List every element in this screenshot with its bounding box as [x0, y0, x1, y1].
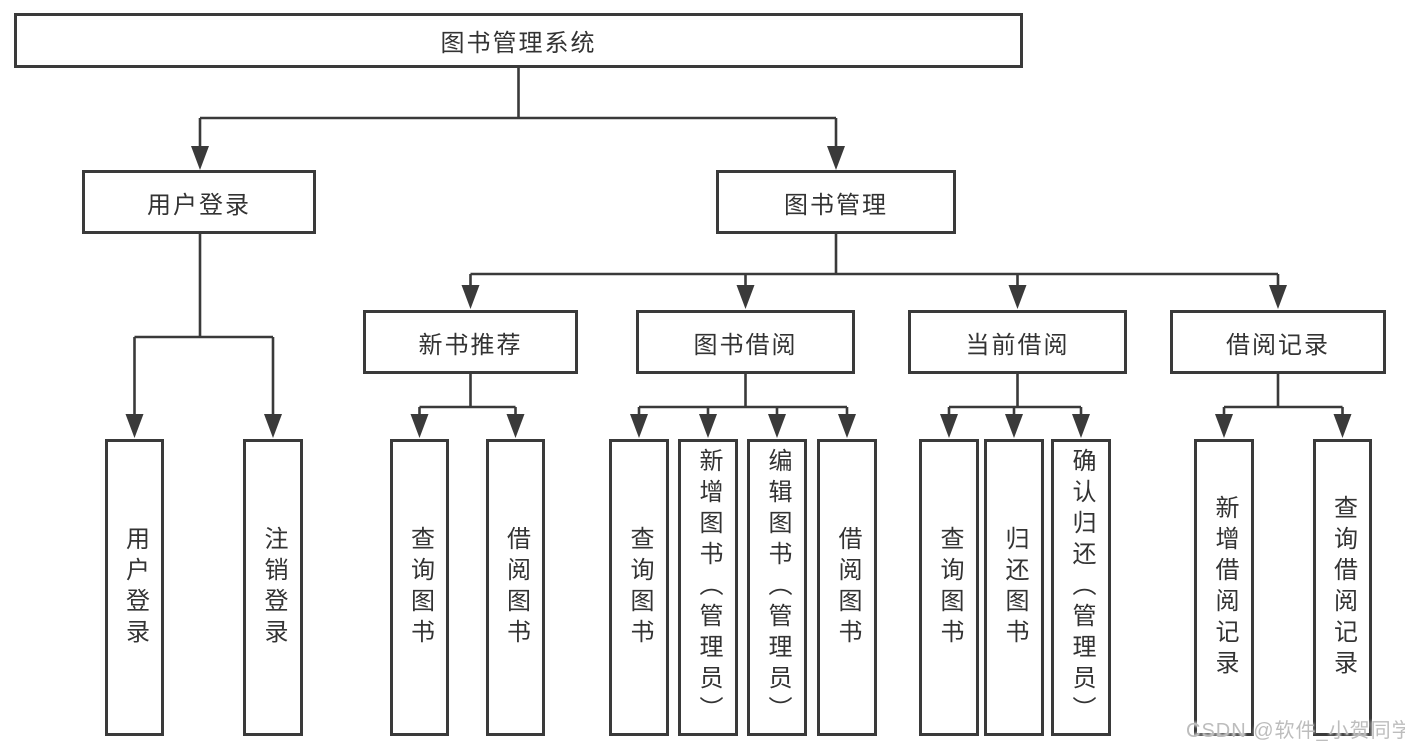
leaf-borrow-books-borrowing: 借阅图书: [817, 439, 877, 736]
node-label: 查询图书: [936, 525, 963, 650]
node-label: 借阅图书: [502, 525, 530, 650]
node-book-management: 图书管理: [716, 170, 956, 234]
node-label: 图书借阅: [693, 331, 798, 359]
node-label: 图书管理: [784, 191, 888, 219]
node-user-login: 用户登录: [82, 170, 316, 234]
node-label: 归还图书: [1001, 525, 1028, 650]
node-label: 借阅记录: [1226, 331, 1330, 359]
node-label: 确认归还（管理员）: [1068, 448, 1095, 727]
node-library-management-system: 图书管理系统: [14, 13, 1023, 68]
leaf-query-borrow-record: 查询借阅记录: [1313, 439, 1372, 736]
leaf-query-books-borrowing: 查询图书: [609, 439, 669, 736]
node-label: 借阅图书: [834, 525, 861, 650]
leaf-borrow-books-recommend: 借阅图书: [486, 439, 545, 736]
node-book-borrowing: 图书借阅: [636, 310, 855, 374]
csdn-watermark: CSDN @软件_小贺同学: [1186, 720, 1405, 742]
node-label: 用户登录: [147, 191, 251, 219]
node-label: 新书推荐: [418, 331, 523, 359]
node-borrowing-records: 借阅记录: [1170, 310, 1386, 374]
leaf-add-book-admin: 新增图书（管理员）: [678, 439, 738, 736]
leaf-user-login: 用户登录: [105, 439, 164, 736]
node-new-book-recommendation: 新书推荐: [363, 310, 578, 374]
leaf-query-books-recommend: 查询图书: [390, 439, 449, 736]
node-label: 查询图书: [626, 525, 653, 650]
node-label: 新增图书（管理员）: [695, 448, 722, 727]
node-label: 查询借阅记录: [1329, 494, 1357, 681]
leaf-confirm-return-admin: 确认归还（管理员）: [1051, 439, 1111, 736]
node-label: 注销登录: [260, 525, 287, 650]
leaf-logout: 注销登录: [243, 439, 303, 736]
node-label: 查询图书: [406, 525, 434, 650]
node-label: 新增借阅记录: [1211, 494, 1238, 681]
node-label: 编辑图书（管理员）: [764, 448, 791, 727]
node-label: 当前借阅: [965, 331, 1070, 359]
leaf-query-books-current: 查询图书: [919, 439, 979, 736]
node-label: 用户登录: [121, 525, 149, 650]
leaf-edit-book-admin: 编辑图书（管理员）: [747, 439, 807, 736]
leaf-add-borrow-record: 新增借阅记录: [1194, 439, 1254, 736]
leaf-return-book: 归还图书: [984, 439, 1044, 736]
node-label: 图书管理系统: [440, 30, 597, 57]
node-current-borrowing: 当前借阅: [908, 310, 1127, 374]
